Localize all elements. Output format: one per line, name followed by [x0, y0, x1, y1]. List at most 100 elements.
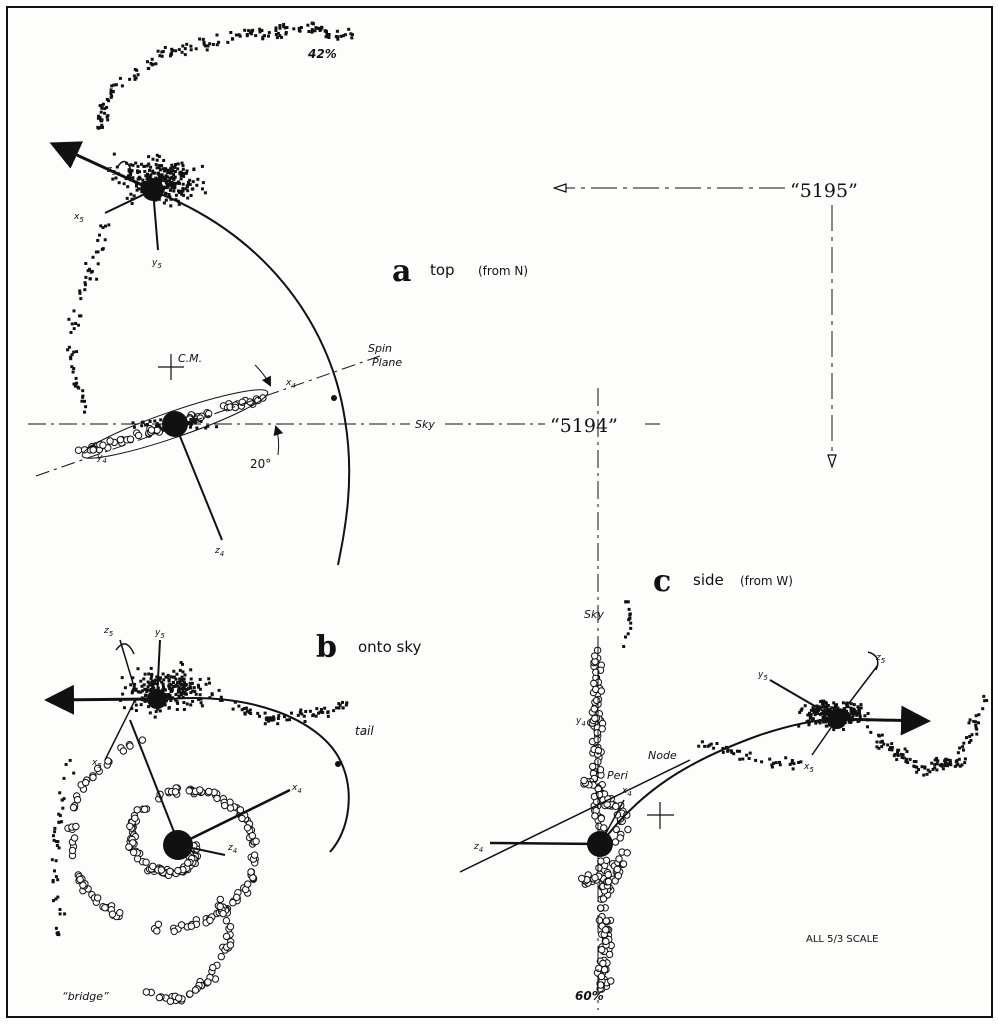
- particle-ring: [218, 953, 224, 959]
- particle-dot: [813, 710, 816, 713]
- particle-dot: [244, 713, 247, 716]
- particle-dot: [229, 31, 232, 34]
- particle-dot: [147, 673, 150, 676]
- particle-dot: [184, 53, 187, 56]
- particle-dot: [876, 741, 879, 744]
- particle-dot: [150, 62, 153, 65]
- particle-dot: [101, 126, 104, 129]
- particle-dot: [147, 67, 150, 70]
- particle-dot: [90, 271, 93, 274]
- particle-dot: [173, 676, 176, 679]
- particle-dot: [902, 753, 905, 756]
- particle-dot: [72, 351, 75, 354]
- particle-dot: [977, 713, 980, 716]
- axis-label-z4-b: z4: [227, 843, 237, 855]
- particle-ring: [603, 927, 609, 933]
- particle-dot: [791, 759, 794, 762]
- particle-dot: [58, 846, 61, 849]
- particle-dot: [81, 395, 84, 398]
- particle-dot: [187, 181, 190, 184]
- particle-ring: [245, 881, 251, 887]
- particle-dot: [157, 50, 160, 53]
- particle-dot: [80, 400, 83, 403]
- particle-dot: [277, 714, 280, 717]
- particle-dot: [712, 747, 715, 750]
- particle-dot: [168, 677, 171, 680]
- particle-dot: [856, 705, 859, 708]
- particle-dot: [162, 50, 165, 53]
- particle-dot: [52, 879, 55, 882]
- particle-dot: [135, 185, 138, 188]
- particle-dot: [111, 178, 114, 181]
- particle-dot: [180, 691, 183, 694]
- particle-ring: [227, 942, 233, 948]
- particle-dot: [97, 127, 100, 130]
- particle-dot: [200, 420, 203, 423]
- axis-z4-c: [490, 843, 600, 844]
- particle-dot: [58, 791, 61, 794]
- particle-dot: [61, 799, 64, 802]
- particle-dot: [149, 711, 152, 714]
- particle-dot: [208, 42, 211, 45]
- panel-c: [460, 652, 925, 872]
- axis-z4-a: [175, 424, 222, 540]
- particle-dot: [903, 757, 906, 760]
- particle-dot: [55, 859, 58, 862]
- particle-ring: [598, 858, 604, 864]
- particle-dot: [264, 722, 267, 725]
- particle-dot: [275, 26, 278, 29]
- sky-label-a: Sky: [415, 418, 435, 431]
- particle-dot: [191, 700, 194, 703]
- particle-dot: [809, 713, 812, 716]
- particle-dot: [312, 713, 315, 716]
- particle-dot: [72, 371, 75, 374]
- particle-dot: [286, 26, 289, 29]
- particle-ring: [107, 438, 113, 444]
- particle-dot: [75, 382, 78, 385]
- particle-dot: [95, 278, 98, 281]
- particle-dot: [162, 673, 165, 676]
- particle-dot: [150, 677, 153, 680]
- particle-ring: [139, 737, 145, 743]
- particle-dot: [297, 714, 300, 717]
- particle-dot: [157, 172, 160, 175]
- particle-dot: [75, 377, 78, 380]
- particle-dot: [181, 684, 184, 687]
- particle-dot: [318, 27, 321, 30]
- particle-dot: [625, 601, 628, 604]
- particle-dot: [177, 689, 180, 692]
- particle-dot: [196, 178, 199, 181]
- axis-label-x5-b: x5: [91, 758, 102, 770]
- particle-ring: [230, 900, 236, 906]
- particle-dot: [178, 171, 181, 174]
- particle-dot: [100, 107, 103, 110]
- particle-ring: [83, 779, 89, 785]
- particle-dot: [854, 712, 857, 715]
- particle-dot: [243, 707, 246, 710]
- particle-dot: [97, 262, 100, 265]
- particle-ring: [176, 995, 182, 1001]
- particle-dot: [981, 707, 984, 710]
- particle-dot: [921, 765, 924, 768]
- particle-dot: [314, 26, 317, 29]
- particle-dot: [806, 714, 809, 717]
- particle-dot: [201, 187, 204, 190]
- particle-dot: [172, 173, 175, 176]
- particle-dot: [311, 22, 314, 25]
- particle-dot: [202, 181, 205, 184]
- particle-dot: [628, 617, 631, 620]
- particle-dot: [962, 742, 965, 745]
- particle-dot: [192, 180, 195, 183]
- percent-bottom-label: 60%: [575, 989, 604, 1003]
- particle-ring: [248, 869, 254, 875]
- particle-dot: [198, 38, 201, 41]
- particle-dot: [182, 680, 185, 683]
- particle-dot: [84, 262, 87, 265]
- particle-dot: [110, 96, 113, 99]
- particle-dot: [961, 745, 964, 748]
- particle-dot: [890, 742, 893, 745]
- particle-dot: [169, 172, 172, 175]
- particle-dot: [159, 709, 162, 712]
- particle-dot: [822, 700, 825, 703]
- particle-dot: [184, 187, 187, 190]
